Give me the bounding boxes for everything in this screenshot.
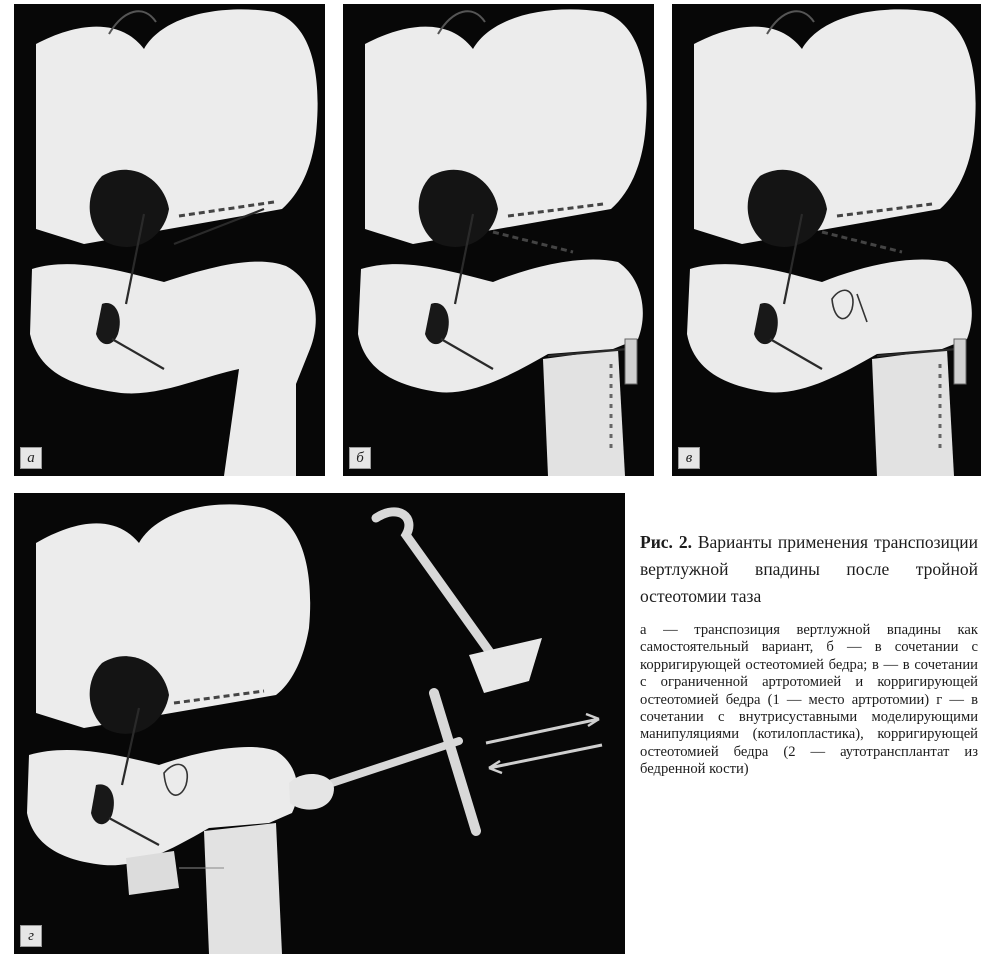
- pelvis-hip-arthrotomy-illustration: [672, 4, 981, 476]
- caption-title: Рис. 2. Варианты применения транспозиции…: [640, 529, 978, 610]
- panel-label-v: в: [678, 447, 700, 469]
- panel-label-b: б: [349, 447, 371, 469]
- caption-text: а — транспозиция вертлужной впадины как …: [640, 622, 978, 779]
- figure-caption: Рис. 2. Варианты применения транспозиции…: [640, 529, 978, 779]
- pelvis-hip-cotyloplasty-illustration: [14, 493, 625, 954]
- panel-label-g: г: [20, 925, 42, 947]
- figure-panel-a: а: [14, 4, 325, 476]
- pelvis-hip-osteotomy-illustration: [343, 4, 654, 476]
- figure-number: Рис. 2.: [640, 532, 692, 552]
- figure-panel-b: б: [343, 4, 654, 476]
- panel-label-a: а: [20, 447, 42, 469]
- pelvis-hip-illustration: [14, 4, 325, 476]
- figure-panel-g: г: [14, 493, 625, 954]
- figure-panel-v: в: [672, 4, 981, 476]
